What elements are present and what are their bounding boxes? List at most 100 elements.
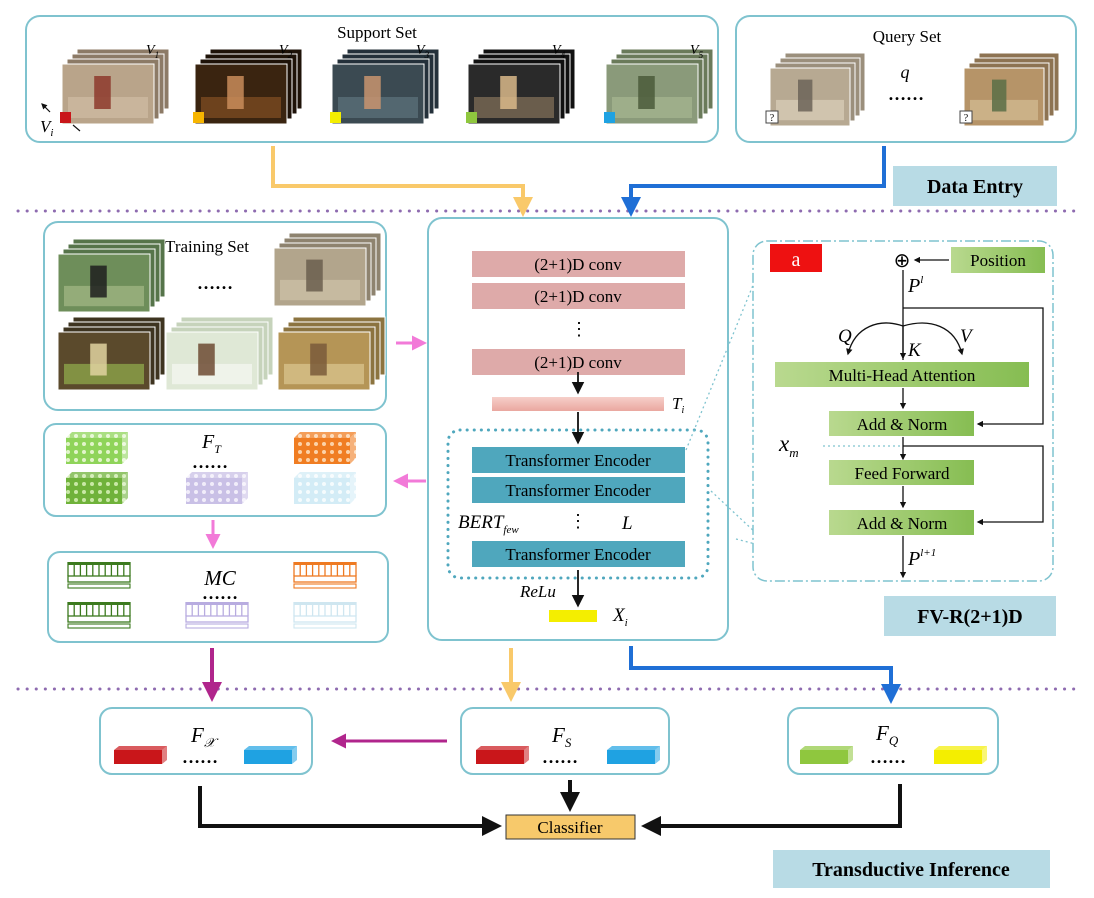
encoder-label-1: Transformer Encoder bbox=[505, 451, 651, 470]
training-video-4 bbox=[165, 316, 274, 391]
l-label: L bbox=[621, 513, 633, 534]
multi-head-attention-block bbox=[775, 362, 1029, 387]
conv-block-2 bbox=[472, 283, 685, 309]
query-set-title: Query Set bbox=[873, 27, 942, 46]
fx-to-classifier-arrow bbox=[198, 786, 502, 836]
data-entry-section-label: Data Entry bbox=[893, 166, 1057, 206]
mc-dots: …… bbox=[202, 583, 238, 603]
encoder-vdots: ⋮ bbox=[569, 511, 587, 531]
fq-yellow-block bbox=[934, 746, 987, 764]
xi-feature-bar bbox=[549, 610, 597, 622]
conv-block-3 bbox=[472, 349, 685, 375]
encoder-block-1 bbox=[472, 447, 685, 473]
mc-panel: MC …… bbox=[47, 551, 389, 643]
fx-panel: F𝒳 …… bbox=[99, 707, 313, 775]
training-set-panel: Training Set …… bbox=[43, 221, 387, 411]
ft-label: FT bbox=[201, 431, 222, 456]
p-in-label: Pl bbox=[907, 274, 923, 297]
query-frames-2 bbox=[963, 52, 1060, 127]
support-label-5: V5 bbox=[690, 43, 704, 60]
training-set-title: Training Set bbox=[165, 237, 249, 256]
position-label: Position bbox=[970, 251, 1026, 270]
feed-forward-label: Feed Forward bbox=[855, 464, 950, 483]
fs-panel: FS …… bbox=[460, 707, 670, 775]
classifier-block: Classifier bbox=[505, 814, 636, 840]
mc-block-4 bbox=[293, 562, 357, 589]
training-video-1 bbox=[57, 238, 166, 313]
ft-dots: …… bbox=[192, 452, 228, 472]
unknown-marker-1: ? bbox=[770, 113, 775, 124]
ft-block-1 bbox=[66, 432, 128, 464]
fs-label: FS bbox=[551, 723, 572, 750]
conv-block-1 bbox=[472, 251, 685, 277]
add-norm-label-2: Add & Norm bbox=[857, 514, 948, 533]
position-block bbox=[951, 247, 1045, 273]
support-video-4 bbox=[467, 48, 576, 125]
fs-cyan-block bbox=[607, 746, 660, 764]
ti-feature-bar bbox=[492, 397, 664, 411]
class-marker-1 bbox=[60, 112, 71, 123]
fx-cyan-block bbox=[244, 746, 297, 764]
training-video-2 bbox=[273, 232, 382, 307]
ft-block-5 bbox=[294, 472, 356, 504]
p-out-label: Pl+1 bbox=[907, 547, 936, 570]
svg-text:Transductive Inference: Transductive Inference bbox=[812, 859, 1010, 881]
ft-block-2 bbox=[66, 472, 128, 504]
mc-block-5 bbox=[293, 602, 357, 629]
plus-icon: ⊕ bbox=[894, 250, 911, 272]
classifier-label: Classifier bbox=[537, 818, 602, 837]
fq-green-block bbox=[800, 746, 853, 764]
v-label: V bbox=[960, 326, 974, 347]
class-marker-2 bbox=[193, 112, 204, 123]
support-label-3: V3 bbox=[416, 43, 430, 60]
encoder-label-3: Transformer Encoder bbox=[505, 545, 651, 564]
support-set-title: Support Set bbox=[337, 23, 417, 42]
support-label-1: V1 bbox=[146, 43, 159, 60]
relu-label: ReLu bbox=[519, 582, 556, 601]
support-label-2: V2 bbox=[279, 43, 293, 60]
mha-label: Multi-Head Attention bbox=[829, 366, 976, 385]
training-video-3 bbox=[57, 316, 166, 391]
fs-red-block bbox=[476, 746, 529, 764]
mc-block-2 bbox=[67, 602, 131, 629]
fx-dots: …… bbox=[182, 747, 218, 767]
support-video-1 bbox=[61, 48, 170, 125]
fq-dots: …… bbox=[870, 747, 906, 767]
training-dots: …… bbox=[197, 273, 233, 293]
training-video-5 bbox=[277, 316, 386, 391]
encoder-label-2: Transformer Encoder bbox=[505, 481, 651, 500]
q-label: Q bbox=[838, 326, 852, 347]
query-label: q bbox=[901, 62, 910, 82]
support-to-backbone-arrow bbox=[271, 146, 533, 217]
encoder-block-2 bbox=[472, 477, 685, 503]
query-video-1 bbox=[769, 52, 866, 127]
vi-indicator: Vi bbox=[40, 103, 81, 139]
add-norm-label-1: Add & Norm bbox=[857, 415, 948, 434]
support-video-3 bbox=[331, 48, 440, 125]
xm-label: xm bbox=[778, 431, 799, 460]
fv-r21d-section-label: FV-R(2+1)D bbox=[884, 596, 1056, 636]
class-marker-5 bbox=[604, 112, 615, 123]
support-video-5 bbox=[605, 48, 714, 125]
zoom-line-mid bbox=[710, 490, 773, 549]
feed-forward-block bbox=[829, 460, 974, 485]
transductive-inference-section-label: Transductive Inference bbox=[773, 850, 1050, 888]
conv-vdots: ⋮ bbox=[570, 319, 588, 339]
fs-dots: …… bbox=[542, 747, 578, 767]
tag-a-label: a bbox=[792, 249, 801, 271]
query-video-2 bbox=[963, 52, 1060, 127]
mc-label: MC bbox=[203, 566, 236, 590]
ft-features-panel: FT …… bbox=[43, 423, 387, 517]
support-video-2 bbox=[194, 48, 303, 125]
mc-block-3 bbox=[185, 602, 249, 629]
backbone-panel: (2+1)D conv(2+1)D conv(2+1)D conv ⋮ Ti T… bbox=[427, 217, 729, 641]
add-norm-block-1 bbox=[829, 411, 974, 436]
unknown-marker-2: ? bbox=[964, 113, 969, 124]
ft-block-3 bbox=[186, 472, 248, 504]
ti-label: Ti bbox=[672, 394, 684, 416]
class-marker-3 bbox=[330, 112, 341, 123]
conv-label-3: (2+1)D conv bbox=[534, 353, 622, 372]
fq-to-classifier-arrow bbox=[641, 784, 902, 836]
